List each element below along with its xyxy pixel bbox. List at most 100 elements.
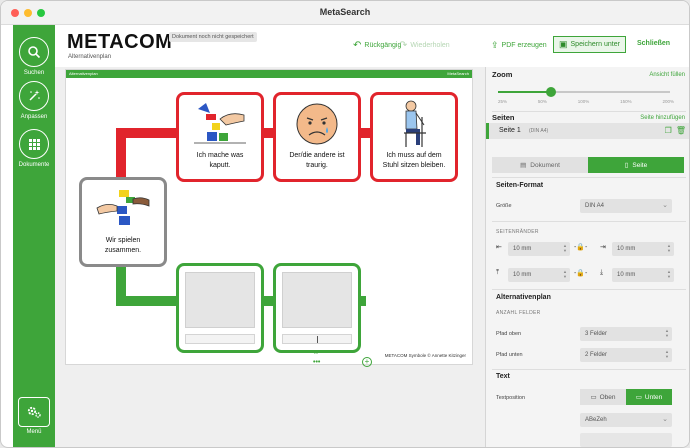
sidebar-label-search: Suchen [23,70,45,76]
save-label: Speichern unter [570,41,620,48]
magic-wand-icon [29,90,40,101]
sidebar-item-search[interactable] [19,37,49,67]
zoom-tick-label: 50% [537,99,547,104]
page-format-heading: Seiten-Format [496,182,544,189]
link-margins-icon[interactable]: -🔒- [574,244,588,251]
pdf-label: PDF erzeugen [501,42,547,49]
text-format-row[interactable] [580,433,672,447]
grid-icon [28,138,40,150]
redo-button[interactable]: ↷ Wiederholen [399,40,450,51]
zoom-slider[interactable] [498,87,670,97]
minimize-window-button[interactable] [24,9,32,17]
add-field-icon[interactable]: + [362,357,372,367]
empty-text-slot[interactable] [282,334,352,344]
font-select[interactable]: ABeZeh⌄ [580,413,672,427]
copyright-notice: METACOM Symbole © Annette Kitzinger [384,353,466,358]
sitting-person-pictogram [404,100,426,147]
empty-picture-slot[interactable] [282,272,352,328]
empty-symbol-card[interactable] [176,263,264,353]
sidebar-item-customize[interactable] [19,81,49,111]
empty-picture-slot[interactable] [185,272,255,328]
chevron-down-icon: ⌄ [662,202,668,209]
sidebar-label-customize: Anpassen [20,114,48,120]
bottom-path-label: Pfad unten [496,352,523,358]
panel-tabs: ▤ Dokument ▯ Seite [492,157,684,173]
margin-left-field[interactable]: 10 mm▲▼ [508,242,570,256]
canvas-area: Alternativenplan MetaSearch [55,67,485,447]
chevron-down-icon: ⌄ [662,416,668,423]
zoom-tick-label: 200% [662,99,674,104]
text-heading: Text [496,373,510,380]
window-title: MetaSearch [319,7,371,17]
page-bar: Alternativenplan MetaSearch [66,70,472,78]
export-icon: ⇪ [491,40,499,50]
duplicate-icon[interactable]: ❐ [664,126,672,135]
page-list-item[interactable]: Seite 1 (DIN A4) ❐ 🗑 [486,123,689,139]
empty-text-slot[interactable] [185,334,255,344]
maximize-window-button[interactable] [37,9,45,17]
menu-button[interactable] [18,397,50,427]
page-size-select[interactable]: DIN A4⌄ [580,199,672,213]
add-page-link[interactable]: Seite hinzufügen [640,115,685,121]
divider [492,369,686,370]
red-path-vertical [116,128,126,183]
divider [492,221,686,222]
margin-top-field[interactable]: 10 mm▲▼ [508,268,570,282]
zoom-slider-knob[interactable] [546,87,557,97]
link-margins-icon[interactable]: -🔒- [574,270,588,277]
document-type: Alternativenplan [68,54,112,60]
page-format: (DIN A4) [529,128,549,134]
sidebar: Suchen Anpassen Dokumente Menü [13,25,55,447]
header: METACOM Dokument noch nicht gespeichert … [55,25,689,67]
save-as-button[interactable]: ▣ Speichern unter [553,36,626,53]
divider [492,289,686,290]
sidebar-label-documents: Dokumente [18,162,50,168]
document-page[interactable]: Alternativenplan MetaSearch [65,69,473,365]
playing-together-pictogram [96,190,150,225]
pdf-button[interactable]: ⇪ PDF erzeugen [491,40,547,51]
margins-label: SEITENRÄNDER [496,229,539,235]
close-window-button[interactable] [11,9,19,17]
margin-right-field[interactable]: 10 mm▲▼ [612,242,674,256]
zoom-heading: Zoom Ansicht füllen [492,70,685,79]
field-count-label: ANZAHL FELDER [496,310,541,316]
more-options-icon[interactable]: ⌃••• [313,352,321,366]
page-icon: ▯ [624,162,629,169]
empty-symbol-card[interactable] [273,263,361,353]
alt-plan-heading: Alternativenplan [496,294,551,301]
text-position-below[interactable]: ▭Unten [626,389,672,405]
undo-icon: ↶ [353,40,362,51]
undo-label: Rückgängig [364,42,402,49]
app-logo: METACOM [67,31,173,53]
redo-icon: ↷ [399,40,408,51]
redo-label: Wiederholen [410,42,450,49]
sidebar-item-documents[interactable] [19,129,49,159]
pages-heading: Seiten Seite hinzufügen [492,113,685,122]
tab-page[interactable]: ▯ Seite [588,157,684,173]
trash-icon[interactable]: 🗑 [675,126,686,135]
menu-label: Menü [26,429,42,435]
bottom-path-stepper[interactable]: 2 Felder▲▼ [580,348,672,362]
text-above-icon: ▭ [590,394,597,401]
size-label: Größe [496,203,512,209]
margin-top-icon: ⤒ [496,269,500,276]
text-position-above[interactable]: ▭Oben [580,389,626,405]
page-name: Seite 1 [499,127,521,134]
margin-bottom-field[interactable]: 10 mm▲▼ [612,268,674,282]
top-path-stepper[interactable]: 3 Felder▲▼ [580,327,672,341]
title-bar: MetaSearch [1,1,689,25]
fit-view-link[interactable]: Ansicht füllen [649,72,685,78]
text-below-icon: ▭ [635,394,642,401]
close-button[interactable]: Schließen [637,40,671,47]
undo-button[interactable]: ↶ Rückgängig [353,40,401,51]
margin-bottom-icon: ⤓ [600,269,604,276]
tab-document[interactable]: ▤ Dokument [492,157,588,173]
